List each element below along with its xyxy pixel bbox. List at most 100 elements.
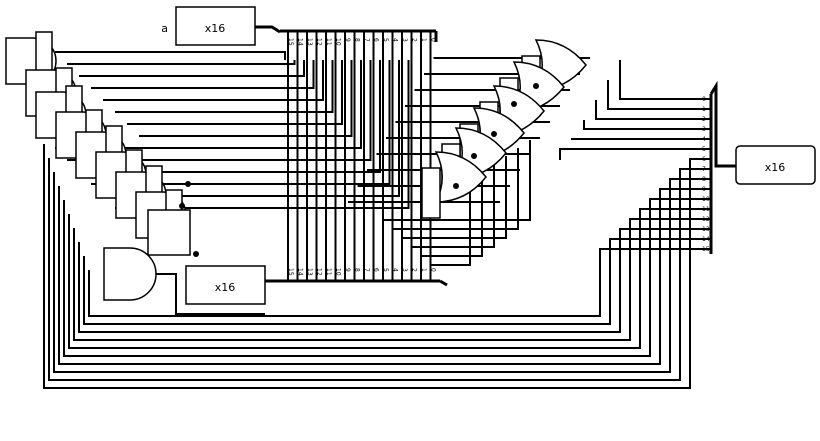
right-merger-pin-label: 4 (702, 136, 706, 143)
junction-dot (453, 183, 459, 189)
merger-input-wire (595, 100, 711, 120)
lower-right-wire (392, 148, 519, 230)
right-merger-pin-label: 11 (702, 206, 710, 213)
right-merger-pin-label: 12 (702, 216, 710, 223)
top-splitter-pin-label: 1 (420, 38, 427, 42)
top-splitter-pin-label: 3 (401, 38, 408, 42)
gate-pin-box (147, 209, 191, 256)
register-box[interactable]: x16 (185, 265, 266, 305)
junction-dot (491, 131, 497, 137)
top-splitter-pin-label: 11 (325, 38, 332, 46)
top-splitter-pin-label: 5 (382, 38, 389, 42)
gate-group (5, 31, 587, 301)
output-pin[interactable]: x16 (735, 145, 816, 185)
bottom-splitter-pin-label: 2 (411, 268, 418, 272)
gate-to-splitter-wire (55, 51, 286, 60)
merger-input-wire (619, 60, 711, 100)
right-merger-pin-label: 9 (702, 186, 706, 193)
feedback-wire (78, 228, 711, 333)
input-name-label: a (161, 22, 168, 35)
feedback-wire (88, 248, 711, 317)
bottom-splitter-pin-label: 11 (325, 268, 332, 276)
junction-dots (179, 83, 539, 257)
right-merger-pin-label: 3 (702, 126, 706, 133)
bottom-splitter-pin-label: 4 (392, 268, 399, 272)
top-splitter-pin-label: 0 (430, 38, 437, 42)
bus-right-merger-tail (709, 80, 736, 168)
right-merger-pin-label: 13 (702, 226, 710, 233)
top-splitter-pin-label: 12 (316, 38, 323, 46)
gate-to-splitter-wire (79, 60, 305, 77)
left-gate-input-box (35, 31, 53, 73)
right-merger-pin-label: 15 (702, 246, 710, 253)
register-width-label: x16 (215, 281, 236, 294)
bottom-splitter-pin-label: 1 (420, 268, 427, 272)
bottom-splitter-pin-label: 13 (306, 268, 313, 276)
right-merger-pin-label: 14 (702, 236, 710, 243)
gate-to-splitter-wire (103, 60, 324, 101)
bottom-splitter-pin-label: 8 (354, 268, 361, 272)
input-width-label: x16 (205, 22, 226, 35)
top-splitter-pin-label: 4 (392, 38, 399, 42)
right-merger-pin-label: 2 (702, 116, 706, 123)
or-gate-body (434, 151, 487, 203)
gate-to-splitter-wire (79, 60, 381, 173)
left-bottom-latch-box (147, 209, 191, 256)
input-pin[interactable]: x16 (175, 6, 256, 46)
feedback-wire (43, 144, 711, 389)
bottom-splitter-pin-label: 10 (335, 268, 342, 276)
top-splitter-pin-label: 7 (363, 38, 370, 42)
top-splitter-pin-label: 8 (354, 38, 361, 42)
lower-right-wire (421, 172, 483, 257)
feedback-wire (73, 218, 711, 341)
routing-wires (43, 51, 711, 389)
lower-right-wire (430, 180, 471, 266)
gate-to-splitter-wire (91, 60, 315, 89)
gate-to-splitter-wire (67, 60, 296, 65)
gate-to-splitter-wire (127, 60, 343, 125)
merger-input-wire (559, 148, 711, 160)
bottom-splitter-pin-label: 7 (363, 268, 370, 272)
top-splitter-pin-label: 14 (297, 38, 304, 46)
bottom-splitter-pin-label: 15 (287, 268, 294, 276)
bus-bottom-splitter-tail (439, 279, 448, 287)
right-merger-pin-label: 8 (702, 176, 706, 183)
gate-pin-box (35, 31, 53, 73)
gate-to-splitter-wire (55, 60, 362, 149)
bottom-and-gate (103, 247, 157, 301)
junction-dot (471, 153, 477, 159)
top-splitter-pin-label: 6 (373, 38, 380, 42)
junction-dot (533, 83, 539, 89)
bus-input-to-splitter (255, 25, 281, 34)
feedback-wire (53, 172, 711, 373)
and-gate-body (103, 247, 157, 301)
junction-dot (179, 203, 185, 209)
lower-right-wire (383, 140, 531, 221)
right-merger-pin-label: 6 (702, 156, 706, 163)
bottom-splitter-pin-label: 14 (297, 268, 304, 276)
gate-to-splitter-wire (67, 60, 372, 161)
gate-pin-box (421, 167, 441, 219)
merger-input-wire (607, 80, 711, 110)
right-merger-pin-label: 0 (702, 96, 706, 103)
bottom-splitter-pin-label: 3 (401, 268, 408, 272)
feedback-wire (83, 238, 711, 325)
feedback-wire (68, 208, 711, 349)
merger-input-wire (583, 120, 711, 130)
gate-to-splitter-wire (115, 60, 410, 209)
right-gate-input-box (421, 167, 441, 219)
merger-input-wire (571, 138, 711, 140)
right-merger-pin-label: 10 (702, 196, 710, 203)
right-merger-pin-label: 1 (702, 106, 706, 113)
top-splitter-pin-label: 15 (287, 38, 294, 46)
top-splitter-pin-label: 10 (335, 38, 342, 46)
lower-right-wire (411, 164, 495, 248)
top-splitter-pin-label: 2 (411, 38, 418, 42)
and-to-register-wire (156, 273, 265, 315)
bottom-splitter-pin-label: 6 (373, 268, 380, 272)
gate-to-splitter-wire (103, 60, 400, 197)
